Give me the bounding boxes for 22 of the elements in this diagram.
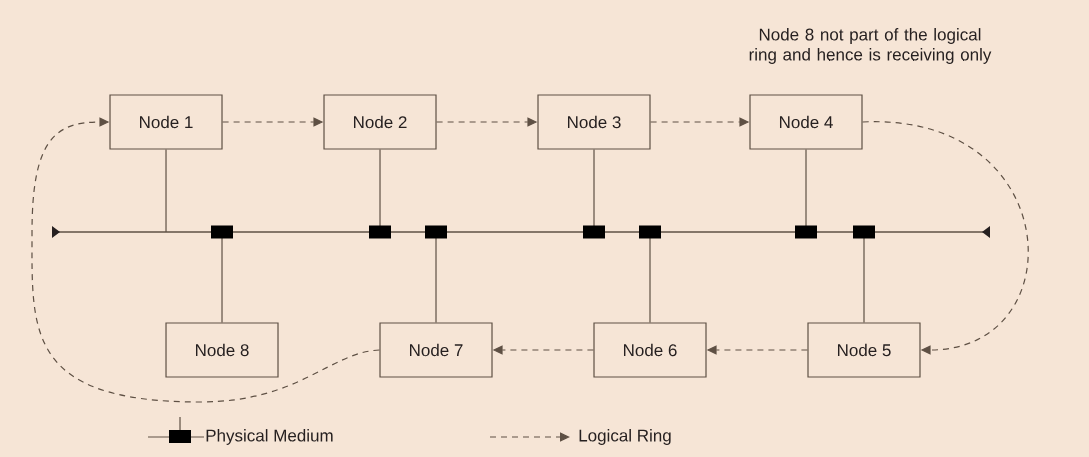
drop-line — [795, 149, 817, 239]
note-text: Node 8 not part of the logical ring and hence is receiving only — [749, 28, 992, 64]
drop-line — [639, 225, 661, 323]
node-box: Node 6 — [593, 322, 707, 378]
drop-line — [369, 149, 391, 239]
bus-line — [52, 226, 990, 238]
drop-line — [583, 149, 605, 239]
drop-line — [211, 225, 233, 323]
node-box: Node 7 — [379, 322, 493, 378]
drop-line — [425, 225, 447, 323]
node-box: Node 5 — [807, 322, 921, 378]
arrow — [862, 121, 1029, 355]
node-box: Node 2 — [323, 94, 437, 150]
legend-text: Physical Medium — [206, 429, 333, 445]
node-box: Node 4 — [749, 94, 863, 150]
drop-line — [165, 149, 167, 233]
node-box: Node 3 — [537, 94, 651, 150]
arrow — [31, 117, 380, 403]
legend-text: Logical Ring — [579, 429, 671, 445]
node-box: Node 1 — [109, 94, 223, 150]
drop-line — [853, 225, 875, 323]
node-box: Node 8 — [165, 322, 279, 378]
